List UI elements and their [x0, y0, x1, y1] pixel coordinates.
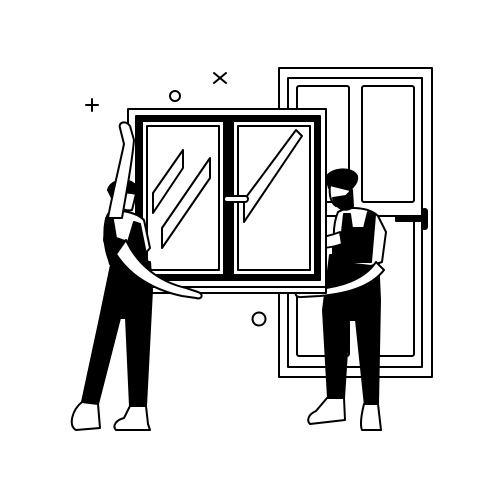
worker-right-hair	[325, 168, 359, 191]
window-reflection	[161, 157, 211, 249]
worker-left-shoe-left	[70, 401, 101, 431]
circle-icon	[251, 311, 267, 327]
worker-left-arm-lower	[115, 239, 203, 300]
sparkle-icon	[213, 72, 227, 84]
circle-icon	[169, 90, 181, 102]
worker-left-legs	[81, 259, 153, 407]
door-panel-top-right	[361, 85, 415, 203]
sparkle-icon	[85, 98, 99, 112]
door-handle	[395, 208, 428, 230]
worker-left-overalls	[103, 213, 149, 265]
worker-left	[70, 121, 203, 431]
worker-left-shoe-right	[113, 405, 151, 431]
window-reflection	[243, 129, 303, 223]
worker-right-shoe-left	[307, 397, 346, 425]
window-handle	[223, 187, 249, 209]
worker-right	[255, 168, 387, 431]
worker-right-beard	[332, 189, 354, 211]
window-reflection	[152, 149, 184, 214]
worker-right-shoe-right	[359, 403, 382, 431]
window-glass-left	[146, 125, 220, 271]
decorations	[85, 72, 267, 327]
window	[127, 108, 327, 294]
worker-left-arm-raised	[107, 121, 135, 219]
